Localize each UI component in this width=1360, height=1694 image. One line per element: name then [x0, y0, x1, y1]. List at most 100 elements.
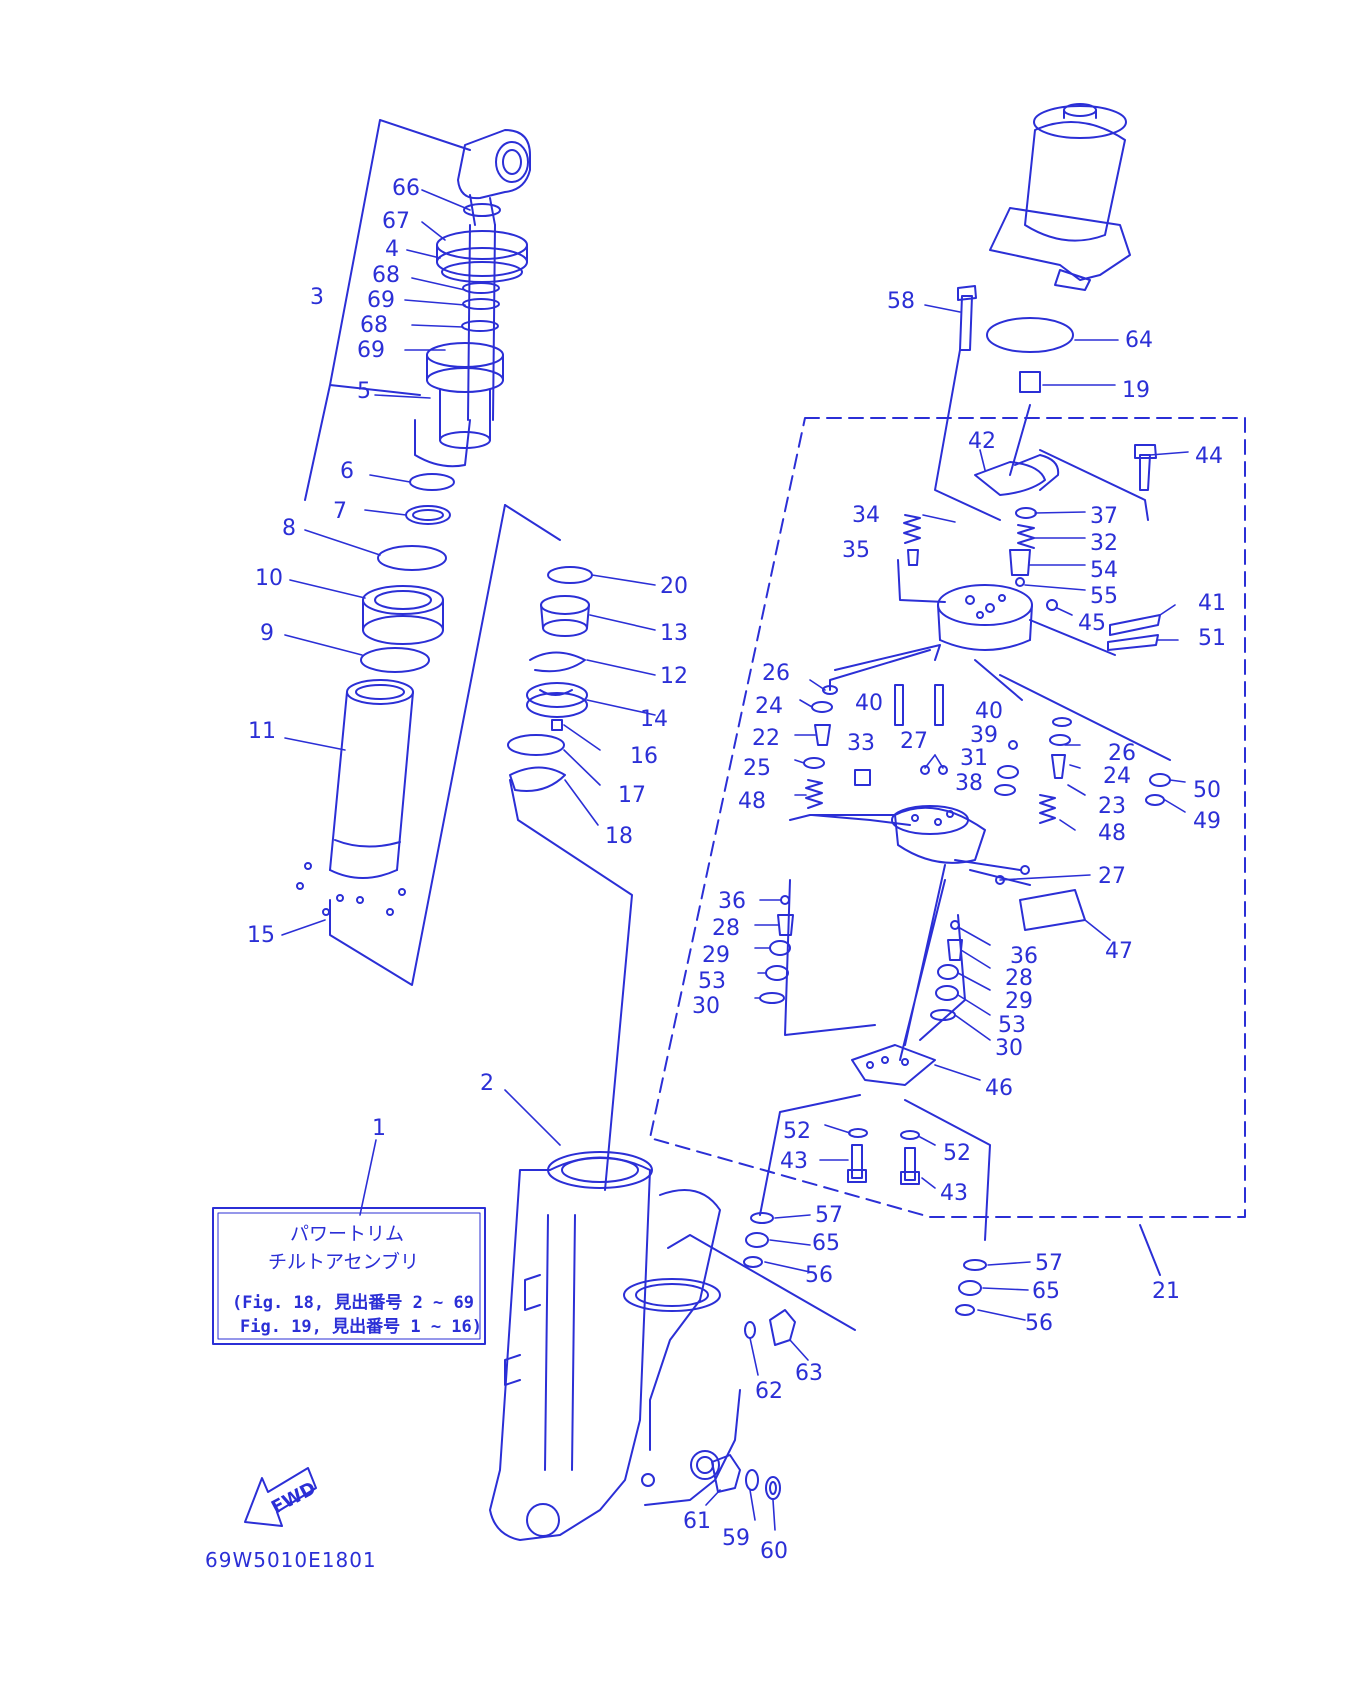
callout-48: 48: [738, 789, 766, 814]
o-ring-6: [409, 473, 455, 491]
callout-33: 33: [847, 731, 875, 756]
callout-20: 20: [660, 574, 688, 599]
callout-54: 54: [1090, 558, 1118, 583]
callout-40: 40: [855, 691, 883, 716]
pump-body-upper: [937, 584, 1033, 651]
o-ring-57a: [750, 1212, 774, 1224]
ring-17: [507, 734, 565, 756]
rod-end-eye: [457, 129, 531, 226]
pump-assembly-21-outline: [649, 417, 1246, 1218]
spring-34: [903, 514, 921, 544]
callout-66: 66: [392, 176, 420, 201]
spool-14: [526, 682, 588, 718]
bracket-40: [834, 644, 1171, 761]
union-61: [711, 1454, 741, 1493]
coupling-19: [1019, 371, 1041, 393]
callout-10: 10: [255, 566, 283, 591]
callout-40: 40: [975, 699, 1003, 724]
washer-60: [765, 1476, 781, 1500]
callout-64: 64: [1125, 328, 1153, 353]
ball-27a: [920, 765, 930, 775]
callout-36: 36: [1010, 944, 1038, 969]
bracket-body: [667, 1234, 856, 1331]
callout-51: 51: [1198, 626, 1226, 651]
o-ring-57b: [963, 1259, 987, 1271]
callout-27: 27: [900, 729, 928, 754]
callout-28: 28: [1005, 966, 1033, 991]
check-valve-right: [1039, 717, 1072, 824]
callout-36: 36: [718, 889, 746, 914]
callout-25: 25: [743, 756, 771, 781]
o-ring-68b: [461, 320, 499, 332]
circlip-12: [529, 651, 586, 673]
plug-65a: [745, 1232, 769, 1248]
relief-valve-right: [930, 920, 963, 1021]
ball-55: [1015, 577, 1025, 587]
seat-37: [1015, 507, 1037, 519]
piston-5: [414, 342, 504, 468]
fwd-arrow: [244, 1467, 317, 1527]
valve-54: [1009, 549, 1031, 576]
callout-48: 48: [1098, 821, 1126, 846]
callout-28: 28: [712, 916, 740, 941]
o-ring-68a: [462, 282, 500, 294]
callout-57: 57: [815, 1203, 843, 1228]
leader-41-51: [1029, 619, 1116, 656]
washer-56a: [743, 1256, 763, 1268]
bolt-43b: [900, 1147, 920, 1185]
plug-63: [769, 1309, 796, 1346]
drawing-code: 69W5010E1801: [205, 1548, 377, 1572]
callout-11: 11: [248, 719, 276, 744]
o-ring-20: [547, 566, 593, 584]
washer-56b: [955, 1304, 975, 1316]
callout-49: 49: [1193, 809, 1221, 834]
callout-38: 38: [955, 771, 983, 796]
callout-61: 61: [683, 1509, 711, 1534]
leader-lines: [281, 189, 1189, 1531]
plate-46: [851, 1044, 936, 1086]
bracket-relief-left: [784, 879, 876, 1036]
callout-24: 24: [755, 694, 783, 719]
cap-50: [1149, 773, 1171, 787]
callout-29: 29: [1005, 989, 1033, 1014]
callout-9: 9: [260, 621, 274, 646]
pump-components: [743, 349, 1171, 1316]
callout-37: 37: [1090, 504, 1118, 529]
callout-7: 7: [333, 499, 347, 524]
bracket-lower-body: [789, 814, 1031, 886]
pump-body-lower: [891, 805, 986, 864]
callout-52: 52: [783, 1119, 811, 1144]
o-ring-9: [360, 647, 430, 673]
callout-57: 57: [1035, 1251, 1063, 1276]
filter-51: [1107, 634, 1159, 651]
callout-41: 41: [1198, 591, 1226, 616]
callout-55: 55: [1090, 584, 1118, 609]
plate-42: [974, 461, 1046, 496]
tilt-rod-assembly: [296, 119, 531, 986]
legend-ref-2: Fig. 19, 見出番号 1 ~ 16): [240, 1316, 482, 1337]
callout-12: 12: [660, 664, 688, 689]
callout-62: 62: [755, 1379, 783, 1404]
callout-39: 39: [970, 723, 998, 748]
callout-21: 21: [1152, 1279, 1180, 1304]
callout-27: 27: [1098, 864, 1126, 889]
washer-62: [744, 1321, 756, 1339]
bracket-stack: [504, 504, 633, 1191]
callout-2: 2: [480, 1071, 494, 1096]
callout-69: 69: [357, 338, 385, 363]
callout-22: 22: [752, 726, 780, 751]
washer-52b: [900, 1130, 920, 1140]
ring-7-inner: [412, 509, 444, 521]
tilt-body-2: [489, 1151, 856, 1541]
callout-15: 15: [247, 923, 275, 948]
rod-cap-4: [436, 230, 528, 283]
spring-32: [1017, 524, 1035, 549]
callout-4: 4: [385, 237, 399, 262]
callout-5: 5: [357, 379, 371, 404]
power-trim-motor: [989, 103, 1131, 291]
callout-60: 60: [760, 1539, 788, 1564]
circlip-18: [509, 766, 566, 792]
washer-49: [1145, 794, 1165, 806]
valve-35: [907, 549, 919, 566]
